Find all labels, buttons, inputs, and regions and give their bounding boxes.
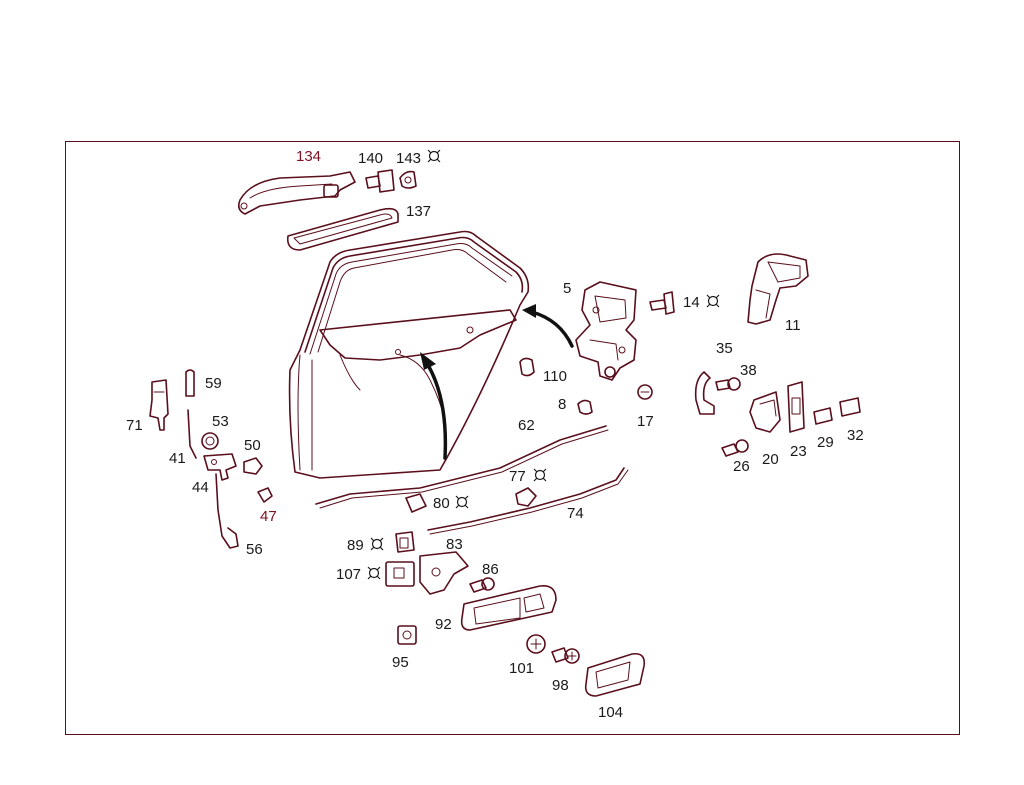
mark-14-icon [706, 294, 720, 308]
mark-89-icon [370, 537, 384, 551]
part-32-shim [839, 397, 861, 417]
label-17: 17 [637, 413, 654, 430]
label-77: 77 [509, 468, 526, 485]
part-20-striker [749, 391, 781, 433]
part-62-rod [315, 425, 609, 509]
part-143-clip [399, 170, 417, 189]
part-98-screw [551, 647, 580, 664]
label-59: 59 [205, 375, 222, 392]
part-59-lock-knob [185, 369, 195, 397]
part-92-inner-handle [460, 584, 557, 631]
label-35: 35 [716, 340, 733, 357]
part-53-grommet [201, 432, 219, 450]
part-29-shim [813, 407, 833, 425]
part-5-door-lock [575, 281, 637, 381]
label-86: 86 [482, 561, 499, 578]
reference-marks [367, 149, 720, 580]
label-80: 80 [433, 495, 450, 512]
part-140-screw [365, 169, 395, 193]
label-32: 32 [847, 427, 864, 444]
label-143: 143 [396, 150, 421, 167]
label-95: 95 [392, 654, 409, 671]
mark-143-icon [427, 149, 441, 163]
label-11: 11 [785, 317, 801, 334]
label-101: 101 [509, 660, 534, 677]
part-101-cap [526, 634, 546, 654]
part-8-bushing [577, 399, 593, 415]
part-26-screw [721, 439, 749, 457]
part-83-lever [419, 551, 469, 595]
part-134-outer-handle [238, 171, 356, 215]
door-shell [288, 230, 530, 479]
part-47-clip [257, 487, 273, 503]
label-74: 74 [567, 505, 584, 522]
part-56-rod [215, 473, 239, 549]
diagram-frame [65, 141, 960, 735]
label-47: 47 [260, 508, 277, 525]
part-17-screw [637, 384, 653, 400]
part-95-nut [397, 625, 417, 645]
label-5: 5 [563, 280, 571, 297]
part-104-trim [584, 652, 646, 697]
label-71: 71 [126, 417, 143, 434]
label-92: 92 [435, 616, 452, 633]
label-56: 56 [246, 541, 263, 558]
part-74-rod [427, 467, 629, 535]
label-8: 8 [558, 396, 566, 413]
part-50-clip [243, 457, 263, 475]
label-44: 44 [192, 479, 209, 496]
part-44-lever [203, 453, 237, 481]
label-137: 137 [406, 203, 431, 220]
part-80-clip [405, 493, 427, 513]
label-89: 89 [347, 537, 364, 554]
label-29: 29 [817, 434, 834, 451]
part-labels: 134 140 143 137 5 14 11 59 71 53 41 50 4… [126, 148, 864, 721]
part-77-clip [515, 487, 537, 507]
part-41-rod [187, 409, 197, 459]
label-50: 50 [244, 437, 261, 454]
part-23-plate [787, 381, 805, 433]
label-134: 134 [296, 148, 321, 165]
part-137-gasket [286, 207, 399, 251]
part-86-screw [469, 577, 495, 593]
label-107: 107 [336, 566, 361, 583]
label-62: 62 [518, 417, 535, 434]
label-23: 23 [790, 443, 807, 460]
mark-107-icon [367, 566, 381, 580]
assembly-arrows [420, 304, 574, 460]
label-20: 20 [762, 451, 779, 468]
part-110-clip [519, 357, 535, 377]
part-71-bracket [149, 379, 169, 431]
label-83: 83 [446, 536, 463, 553]
part-11-cover [747, 253, 809, 325]
mark-77-icon [533, 468, 547, 482]
part-38-screw [715, 377, 741, 391]
mark-80-icon [455, 495, 469, 509]
part-14-screw [649, 291, 675, 315]
label-110: 110 [543, 368, 567, 385]
label-104: 104 [598, 704, 623, 721]
part-89-clip [395, 531, 415, 553]
part-35-bracket [694, 371, 715, 415]
label-53: 53 [212, 413, 229, 430]
label-98: 98 [552, 677, 569, 694]
label-14: 14 [683, 294, 700, 311]
label-26: 26 [733, 458, 750, 475]
label-38: 38 [740, 362, 757, 379]
label-140: 140 [358, 150, 383, 167]
label-41: 41 [169, 450, 186, 467]
part-107-pad [385, 561, 415, 587]
